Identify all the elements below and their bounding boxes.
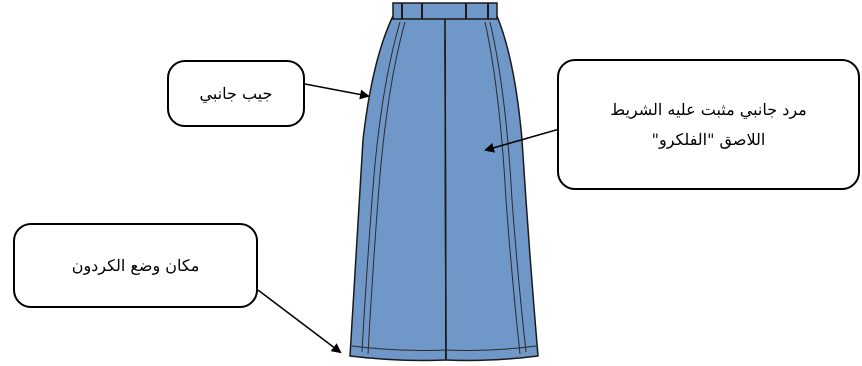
drawstring-callout: مكان وضع الكردون — [13, 223, 258, 308]
left-leg — [349, 15, 447, 362]
inseam-line — [444, 39, 447, 361]
right-hem-line — [445, 345, 537, 351]
arrow-to-pocket — [304, 83, 370, 100]
arrow-to-velcro — [484, 125, 571, 153]
left-side-seam — [361, 21, 401, 353]
side-pocket-callout: جيب جانبي — [167, 60, 305, 127]
left-side-seam-2 — [367, 21, 406, 355]
side-velcro-label-line1: مرد جانبي مثبت عليه الشريط — [610, 99, 807, 119]
waistband — [392, 2, 498, 20]
drawstring-label: مكان وضع الكردون — [71, 255, 200, 275]
right-leg — [444, 15, 539, 362]
right-side-seam — [489, 21, 527, 353]
side-pocket-label: جيب جانبي — [199, 83, 273, 103]
side-velcro-callout: مرد جانبي مثبت عليه الشريط اللاصق "الفلك… — [557, 59, 860, 190]
right-side-seam-2 — [484, 21, 521, 355]
left-hem-line — [351, 345, 447, 351]
side-velcro-label-line2: اللاصق "الفلكرو" — [651, 129, 766, 149]
arrow-to-drawstring — [257, 289, 342, 354]
